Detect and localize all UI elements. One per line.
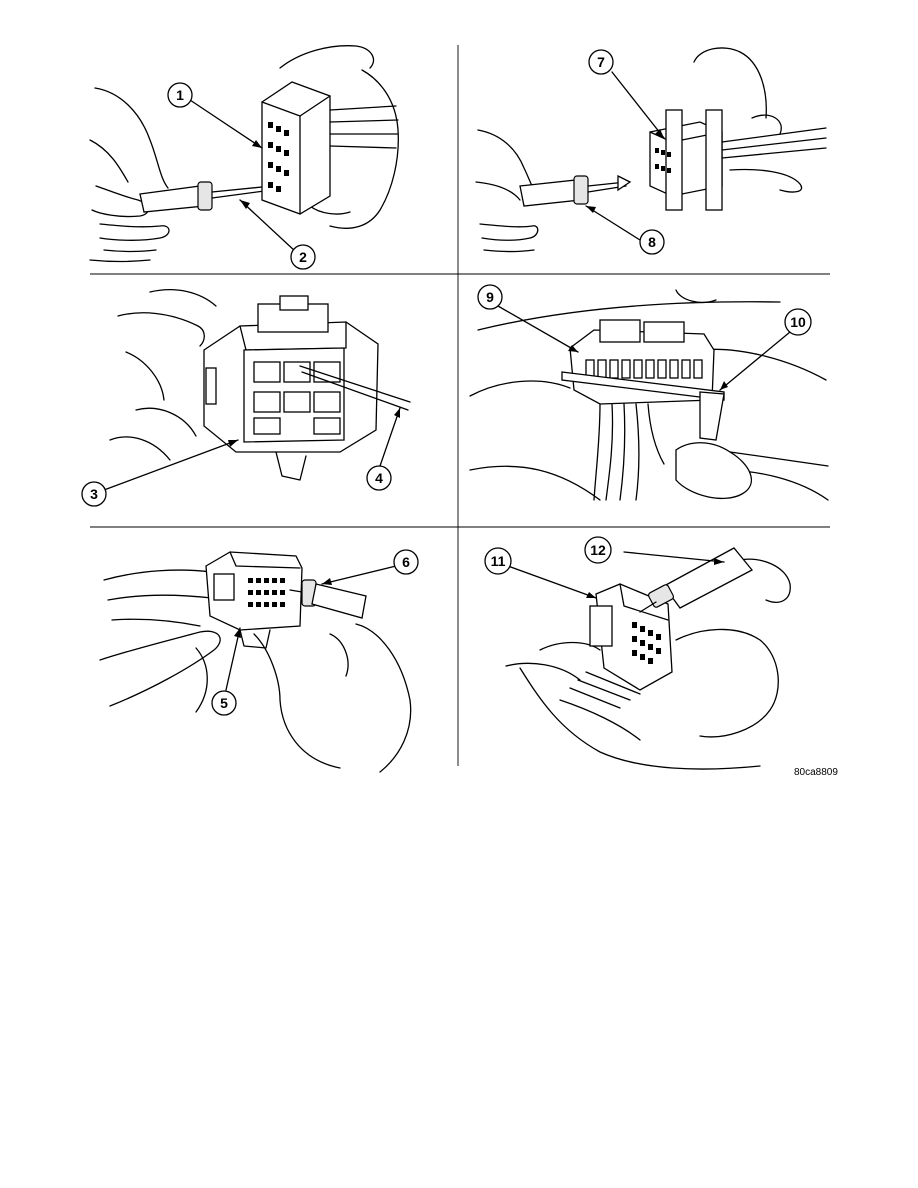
panel-top-right: 7 8 (475, 47, 827, 255)
callout-6: 6 (393, 549, 419, 575)
panel-bottom-left: 6 5 (99, 549, 419, 773)
figure-id-code: 80ca8809 (794, 767, 838, 778)
callout-1: 1 (167, 82, 193, 108)
panel-dividers (90, 45, 830, 766)
callout-10: 10 (784, 308, 812, 336)
svg-text:11: 11 (491, 553, 506, 569)
svg-text:7: 7 (597, 54, 605, 70)
panel-middle-right: 9 10 (469, 284, 829, 501)
panel-bottom-right: 12 11 (484, 536, 791, 770)
svg-text:5: 5 (220, 695, 228, 711)
svg-text:3: 3 (90, 486, 98, 502)
connector-cavities (248, 578, 285, 607)
callout-7: 7 (588, 49, 614, 75)
panel-top-left: 1 2 (89, 45, 399, 270)
callout-12: 12 (584, 536, 612, 564)
callout-2: 2 (290, 244, 316, 270)
connector-cavities (632, 622, 661, 664)
callout-11: 11 (484, 547, 512, 575)
callout-3: 3 (81, 481, 107, 507)
callout-5: 5 (211, 690, 237, 716)
svg-text:1: 1 (176, 87, 184, 103)
callout-9: 9 (477, 284, 503, 310)
connector-cavities (268, 122, 289, 192)
svg-text:2: 2 (299, 249, 307, 265)
svg-text:10: 10 (790, 314, 806, 330)
connector-cavities (253, 361, 341, 435)
svg-text:4: 4 (375, 470, 383, 486)
svg-text:8: 8 (648, 234, 656, 250)
callout-8: 8 (639, 229, 665, 255)
callout-4: 4 (366, 465, 392, 491)
connector-cavities (655, 148, 671, 173)
svg-text:9: 9 (486, 289, 494, 305)
panel-middle-left: 3 4 (81, 289, 411, 507)
svg-text:6: 6 (402, 554, 410, 570)
connector-terminals (585, 359, 703, 379)
svg-text:12: 12 (590, 542, 606, 558)
